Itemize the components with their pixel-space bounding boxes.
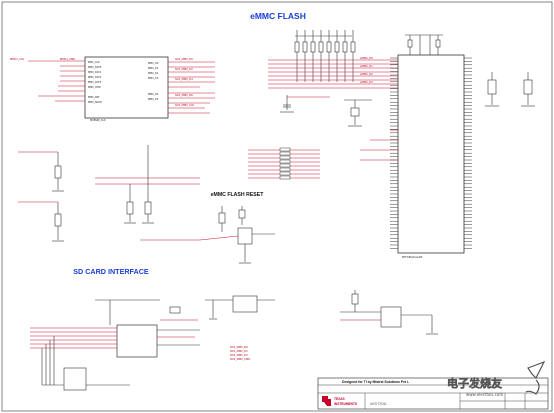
svg-text:SD1_MMC_D6: SD1_MMC_D6 <box>175 93 193 97</box>
svg-text:MCBSP2_CLK: MCBSP2_CLK <box>90 119 106 122</box>
svg-text:eMMC_D1: eMMC_D1 <box>360 64 373 68</box>
emmc-data-bus <box>268 59 398 89</box>
watermark-text: 电子发烧友 <box>447 376 502 390</box>
watermark-url: www.elecfans.com <box>466 392 503 397</box>
partner-logo: MISTRAL <box>370 401 387 406</box>
svg-text:eMMC_D2: eMMC_D2 <box>360 72 373 76</box>
svg-text:MMC_CLK: MMC_CLK <box>88 61 100 64</box>
svg-text:SD1_MMC_CMD: SD1_MMC_CMD <box>230 357 250 361</box>
svg-text:MMC_CMD: MMC_CMD <box>88 86 101 89</box>
svg-text:eMMC_D3: eMMC_D3 <box>360 80 373 84</box>
title-block: Designed for TI by Mistral Solutions Pvt… <box>317 377 549 410</box>
svg-text:SD1_MMC_D2: SD1_MMC_D2 <box>230 353 248 357</box>
ti-logo: TEXAS INSTRUMENTS <box>322 396 357 406</box>
svg-text:MMC_D3: MMC_D3 <box>148 77 159 80</box>
svg-text:MMC1_CLK: MMC1_CLK <box>10 57 24 61</box>
ldo-block <box>205 295 275 320</box>
decoupling-cap-1 <box>280 95 330 113</box>
net-label-block <box>248 129 398 180</box>
svg-text:MMC_D1: MMC_D1 <box>148 67 159 70</box>
emmc-flash-chip: MTFC8GACAAAM <box>390 34 472 259</box>
watermark: 电子发烧友 www.elecfans.com <box>447 360 546 397</box>
svg-text:MMC_D5: MMC_D5 <box>148 98 159 101</box>
svg-text:MTFC8GACAAAM: MTFC8GACAAAM <box>402 256 422 259</box>
cap-pair-right <box>485 72 535 107</box>
svg-text:SD1_MMC_D0: SD1_MMC_D0 <box>230 345 248 349</box>
svg-text:MMC_RST: MMC_RST <box>88 96 100 99</box>
left-pulldown-resistors <box>18 151 64 242</box>
svg-text:SD1_MMC_D0: SD1_MMC_D0 <box>175 57 193 61</box>
svg-text:MMC_D2: MMC_D2 <box>148 72 159 75</box>
emmc-flash-title: eMMC FLASH <box>250 11 306 21</box>
svg-text:MMC1_CMD: MMC1_CMD <box>60 57 75 61</box>
ti-logo-text-2: INSTRUMENTS <box>334 402 357 406</box>
svg-text:MMC_DAT3: MMC_DAT3 <box>88 81 102 84</box>
decoupling-cap-2 <box>344 99 372 127</box>
emmc-flash-reset-title: eMMC FLASH RESET <box>211 192 265 198</box>
mid-pulldown-resistors <box>95 145 200 224</box>
designed-for-text: Designed for TI by Mistral Solutions Pvt… <box>342 380 409 384</box>
pullup-resistor-array <box>294 30 356 82</box>
svg-text:MMC_D4: MMC_D4 <box>148 93 159 96</box>
voltage-switch-block <box>340 290 438 335</box>
svg-text:SD1_MMC_D2: SD1_MMC_D2 <box>175 67 193 71</box>
svg-text:MMC_SDCD: MMC_SDCD <box>88 101 102 104</box>
watermark-logo-icon <box>527 360 546 380</box>
sd-card-connector <box>30 299 200 391</box>
svg-text:SD1_MMC_D1: SD1_MMC_D1 <box>230 349 248 353</box>
svg-text:eMMC_D0: eMMC_D0 <box>360 56 373 60</box>
svg-text:MMC_D0: MMC_D0 <box>148 62 159 65</box>
sd-card-interface-title: SD CARD INTERFACE <box>73 267 149 276</box>
ti-logo-text-1: TEXAS <box>334 397 345 401</box>
svg-text:MMC_DAT2: MMC_DAT2 <box>88 76 102 79</box>
svg-text:MMC_DAT1: MMC_DAT1 <box>88 71 102 74</box>
svg-text:SD1_MMC_CLK: SD1_MMC_CLK <box>175 103 194 107</box>
reset-circuit <box>140 206 275 264</box>
svg-text:SD1_MMC_D4: SD1_MMC_D4 <box>175 77 193 81</box>
svg-text:MMC_DAT0: MMC_DAT0 <box>88 66 102 69</box>
